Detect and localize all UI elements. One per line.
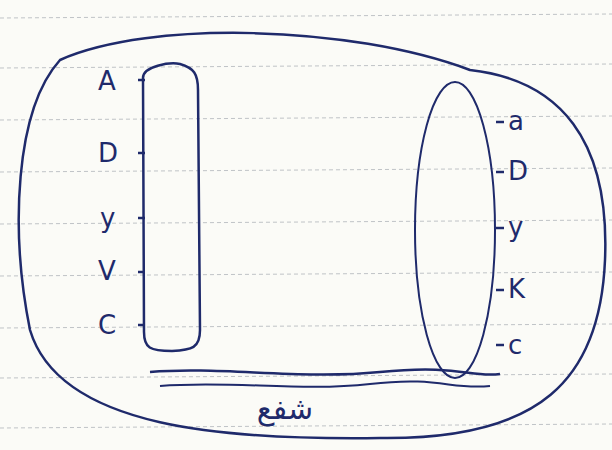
element-label: c <box>508 332 522 358</box>
element-label: D <box>508 158 528 184</box>
handwritten-caption: شفع <box>257 394 313 424</box>
element-label: a <box>508 108 524 134</box>
ruled-lines <box>0 14 612 428</box>
set-ellipse: aDyKc <box>408 80 558 386</box>
element-label: A <box>98 68 116 94</box>
set-ellipse-shape <box>408 80 558 386</box>
element-label: C <box>98 312 116 338</box>
element-label: y <box>100 205 115 231</box>
wavy-underline <box>150 369 500 374</box>
element-label: y <box>508 214 523 240</box>
element-label: V <box>98 258 116 284</box>
set-ellipse: A DyV C <box>88 60 213 356</box>
wavy-underline <box>160 381 490 386</box>
element-label: D <box>98 140 118 166</box>
element-label: K <box>508 276 525 302</box>
